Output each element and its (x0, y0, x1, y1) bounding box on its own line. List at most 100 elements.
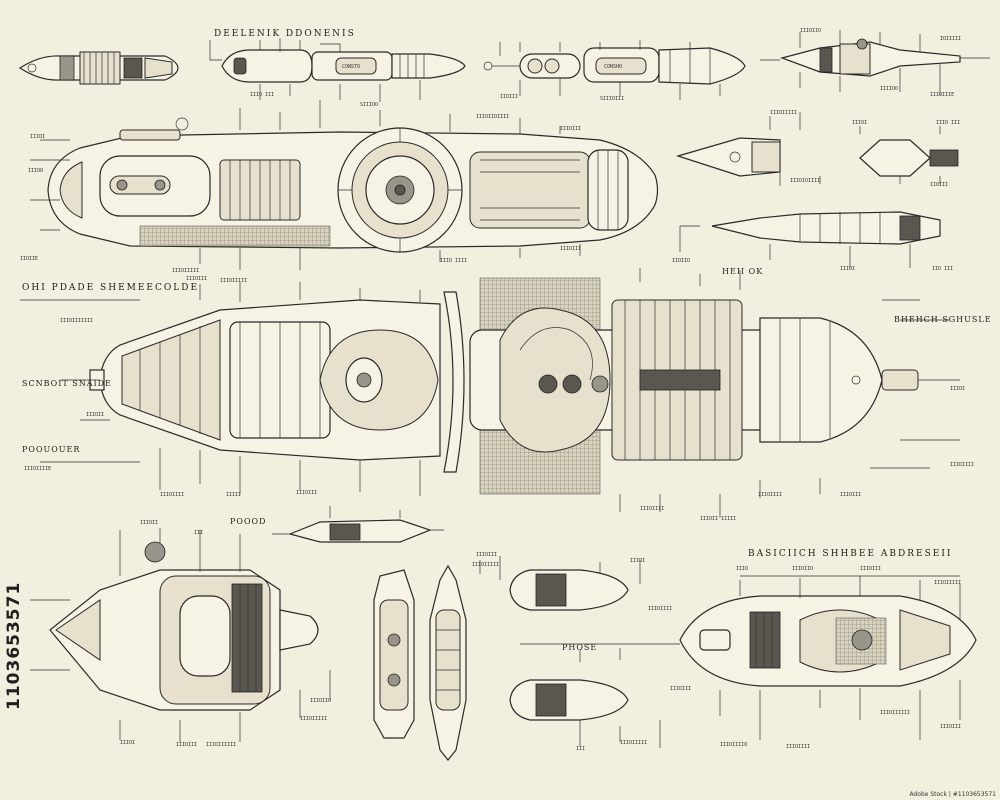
bottom-middle-pods (509, 569, 629, 721)
svg-text:IIIOIIIII: IIIOIIIII (770, 110, 797, 116)
svg-text:IIIII: IIIII (226, 492, 241, 498)
svg-text:III: III (576, 746, 585, 752)
svg-text:IIIOIIO: IIIOIIO (800, 28, 821, 34)
upper-cruiser-small-text: IIIOI IIIOO IIOIIE IIIOIIIII IIIOIIOIIII II… (20, 114, 581, 274)
svg-text:IIIOIIIIII: IIIOIIIIII (206, 742, 236, 748)
right-mid-leaders (679, 112, 941, 268)
svg-text:IIIOIIO: IIIOIIO (310, 698, 331, 704)
svg-text:IIIOIIIIO: IIIOIIIIO (720, 742, 747, 748)
small-probe (272, 506, 444, 543)
svg-text:IIIOIIIIIII: IIIOIIIIIII (60, 318, 93, 324)
top-gondola-b: CONSHO (483, 47, 746, 85)
bottom-left-leaders (30, 528, 331, 742)
svg-text:IIIO: IIIO (736, 566, 748, 572)
center-small-label: HEII OK (722, 267, 763, 276)
svg-text:IIIOIII: IIIOIII (940, 724, 961, 730)
svg-text:IIIIOO: IIIIOO (880, 86, 898, 92)
top-leaders (209, 30, 941, 102)
right-mid-small-text: IIIOIIIII IIIOI IIIO III IIIOIOIIII IIOIII… (672, 110, 960, 272)
bottom-left-engine (49, 541, 319, 711)
svg-text:IIIOIIO: IIIOIIO (792, 566, 813, 572)
svg-text:IIIOI: IIIOI (840, 266, 855, 272)
svg-text:IIIOIIII: IIIOIIII (160, 492, 184, 498)
svg-text:IIIOIII: IIIOIII (670, 686, 691, 692)
svg-text:IIIOIIIII: IIIOIIIII (620, 740, 647, 746)
svg-text:IIIOI: IIIOI (950, 386, 965, 392)
svg-text:IIIOIII: IIIOIII (476, 552, 497, 558)
svg-text:IIIOIIIIE: IIIOIIIIE (24, 466, 51, 472)
svg-text:IIIO III: IIIO III (250, 92, 274, 98)
svg-text:IIO III: IIO III (932, 266, 953, 272)
lower-left-label: POOOD (230, 517, 266, 526)
svg-text:IIIO IIII: IIIO IIII (440, 258, 467, 264)
svg-text:IIIOIIOIIII: IIIOIIOIIII (476, 114, 509, 120)
svg-text:IIIOIIII: IIIOIIII (950, 462, 974, 468)
svg-text:IIOIIE: IIOIIE (20, 256, 38, 262)
svg-text:SIIIOIII: SIIIOIII (600, 96, 624, 102)
top-right-module (760, 38, 990, 77)
svg-text:IIIOIIIII: IIIOIIIII (172, 268, 199, 274)
svg-text:IIIO III: IIIO III (936, 120, 960, 126)
svg-text:IIIOIII: IIIOIII (560, 246, 581, 252)
bottom-right-cruiser (679, 595, 977, 687)
svg-text:IIIOIIIII: IIIOIIIII (220, 278, 247, 284)
svg-text:IOIIIII: IOIIIII (940, 36, 961, 42)
svg-text:IIIOIIIE: IIIOIIIE (930, 92, 954, 98)
svg-text:IIIOIIII: IIIOIIII (648, 606, 672, 612)
svg-text:IIIOIIII: IIIOIIII (786, 744, 810, 750)
vertical-gondolas (373, 564, 467, 761)
svg-text:IIOIII: IIOIII (930, 182, 948, 188)
svg-text:IIIOIOIIII: IIIOIOIIII (790, 178, 820, 184)
svg-text:IIIOIII: IIIOIII (176, 742, 197, 748)
svg-text:IIIOI: IIIOI (630, 558, 645, 564)
svg-text:IIIOIII: IIIOIII (296, 490, 317, 496)
center-battleship-small-text: IIIOIII IIIOIIIII IIIOIIIIIII IIIOII IIIOI… (24, 276, 974, 522)
top-title: DEELENIK DDONENIS (214, 29, 356, 39)
svg-text:IIIOII IIIII: IIIOII IIIII (700, 516, 736, 522)
svg-text:IIIOI: IIIOI (120, 740, 135, 746)
svg-text:IIIOI: IIIOI (852, 120, 867, 126)
left-small-label: POOUOUER (22, 445, 80, 454)
upper-cruiser-leaders (30, 100, 581, 270)
watermark-id: 1103653571 (4, 581, 24, 710)
right-mid-modules (675, 137, 959, 245)
svg-text:IIIOIII: IIIOIII (186, 276, 207, 282)
svg-text:IIOIII: IIOIII (500, 94, 518, 100)
upper-cruiser (47, 117, 659, 253)
svg-text:IIIOIIII: IIIOIIII (640, 506, 664, 512)
svg-text:SIIIOO: SIIIOO (360, 102, 378, 108)
bottom-middle-leaders (479, 556, 680, 748)
svg-text:IIIOII: IIIOII (140, 520, 158, 526)
svg-text:IIIOIIIII: IIIOIIIII (472, 562, 499, 568)
right-mid-label: BHEHCH SGHUSLE (894, 315, 992, 324)
top-left-module (18, 51, 179, 85)
left-side-label: SCNBOIT SNAIDE (22, 379, 112, 388)
gondola-a-label: CONSTO (342, 64, 360, 70)
top-small-text: IIIO III SIIIOO IIOIII SIIIOIII IOIIIII III… (250, 28, 961, 108)
center-battleship-leaders (20, 268, 960, 518)
svg-text:IIIOIIII: IIIOIIII (758, 492, 782, 498)
svg-text:IIIOIIIII: IIIOIIIII (300, 716, 327, 722)
gondola-b-label: CONSHO (604, 64, 622, 70)
svg-text:IIIOIII: IIIOIII (840, 492, 861, 498)
stock-id: Adobe Stock | #1103653571 (909, 791, 996, 798)
left-section-title: OHI PDADE SHEMEECOLDE (22, 283, 199, 293)
bottom-mid-label: PHOSE (562, 643, 597, 652)
svg-text:IIOIIO: IIOIIO (672, 258, 690, 264)
center-battleship (89, 277, 919, 495)
svg-text:IIIOO: IIIOO (28, 168, 43, 174)
svg-text:III: III (194, 530, 203, 536)
bottom-right-title: BASICIICH SHHBEE ABDRESEII (748, 549, 952, 559)
svg-text:IIIOII: IIIOII (86, 412, 104, 418)
svg-text:IIIOI: IIIOI (30, 134, 45, 140)
bottom-right-leaders (719, 575, 961, 740)
svg-text:IIIOIII: IIIOIII (860, 566, 881, 572)
top-gondola-a: CONSTO (221, 49, 466, 83)
svg-text:IIIOIIIIII: IIIOIIIIII (880, 710, 910, 716)
svg-text:IIIOIII: IIIOIII (560, 126, 581, 132)
